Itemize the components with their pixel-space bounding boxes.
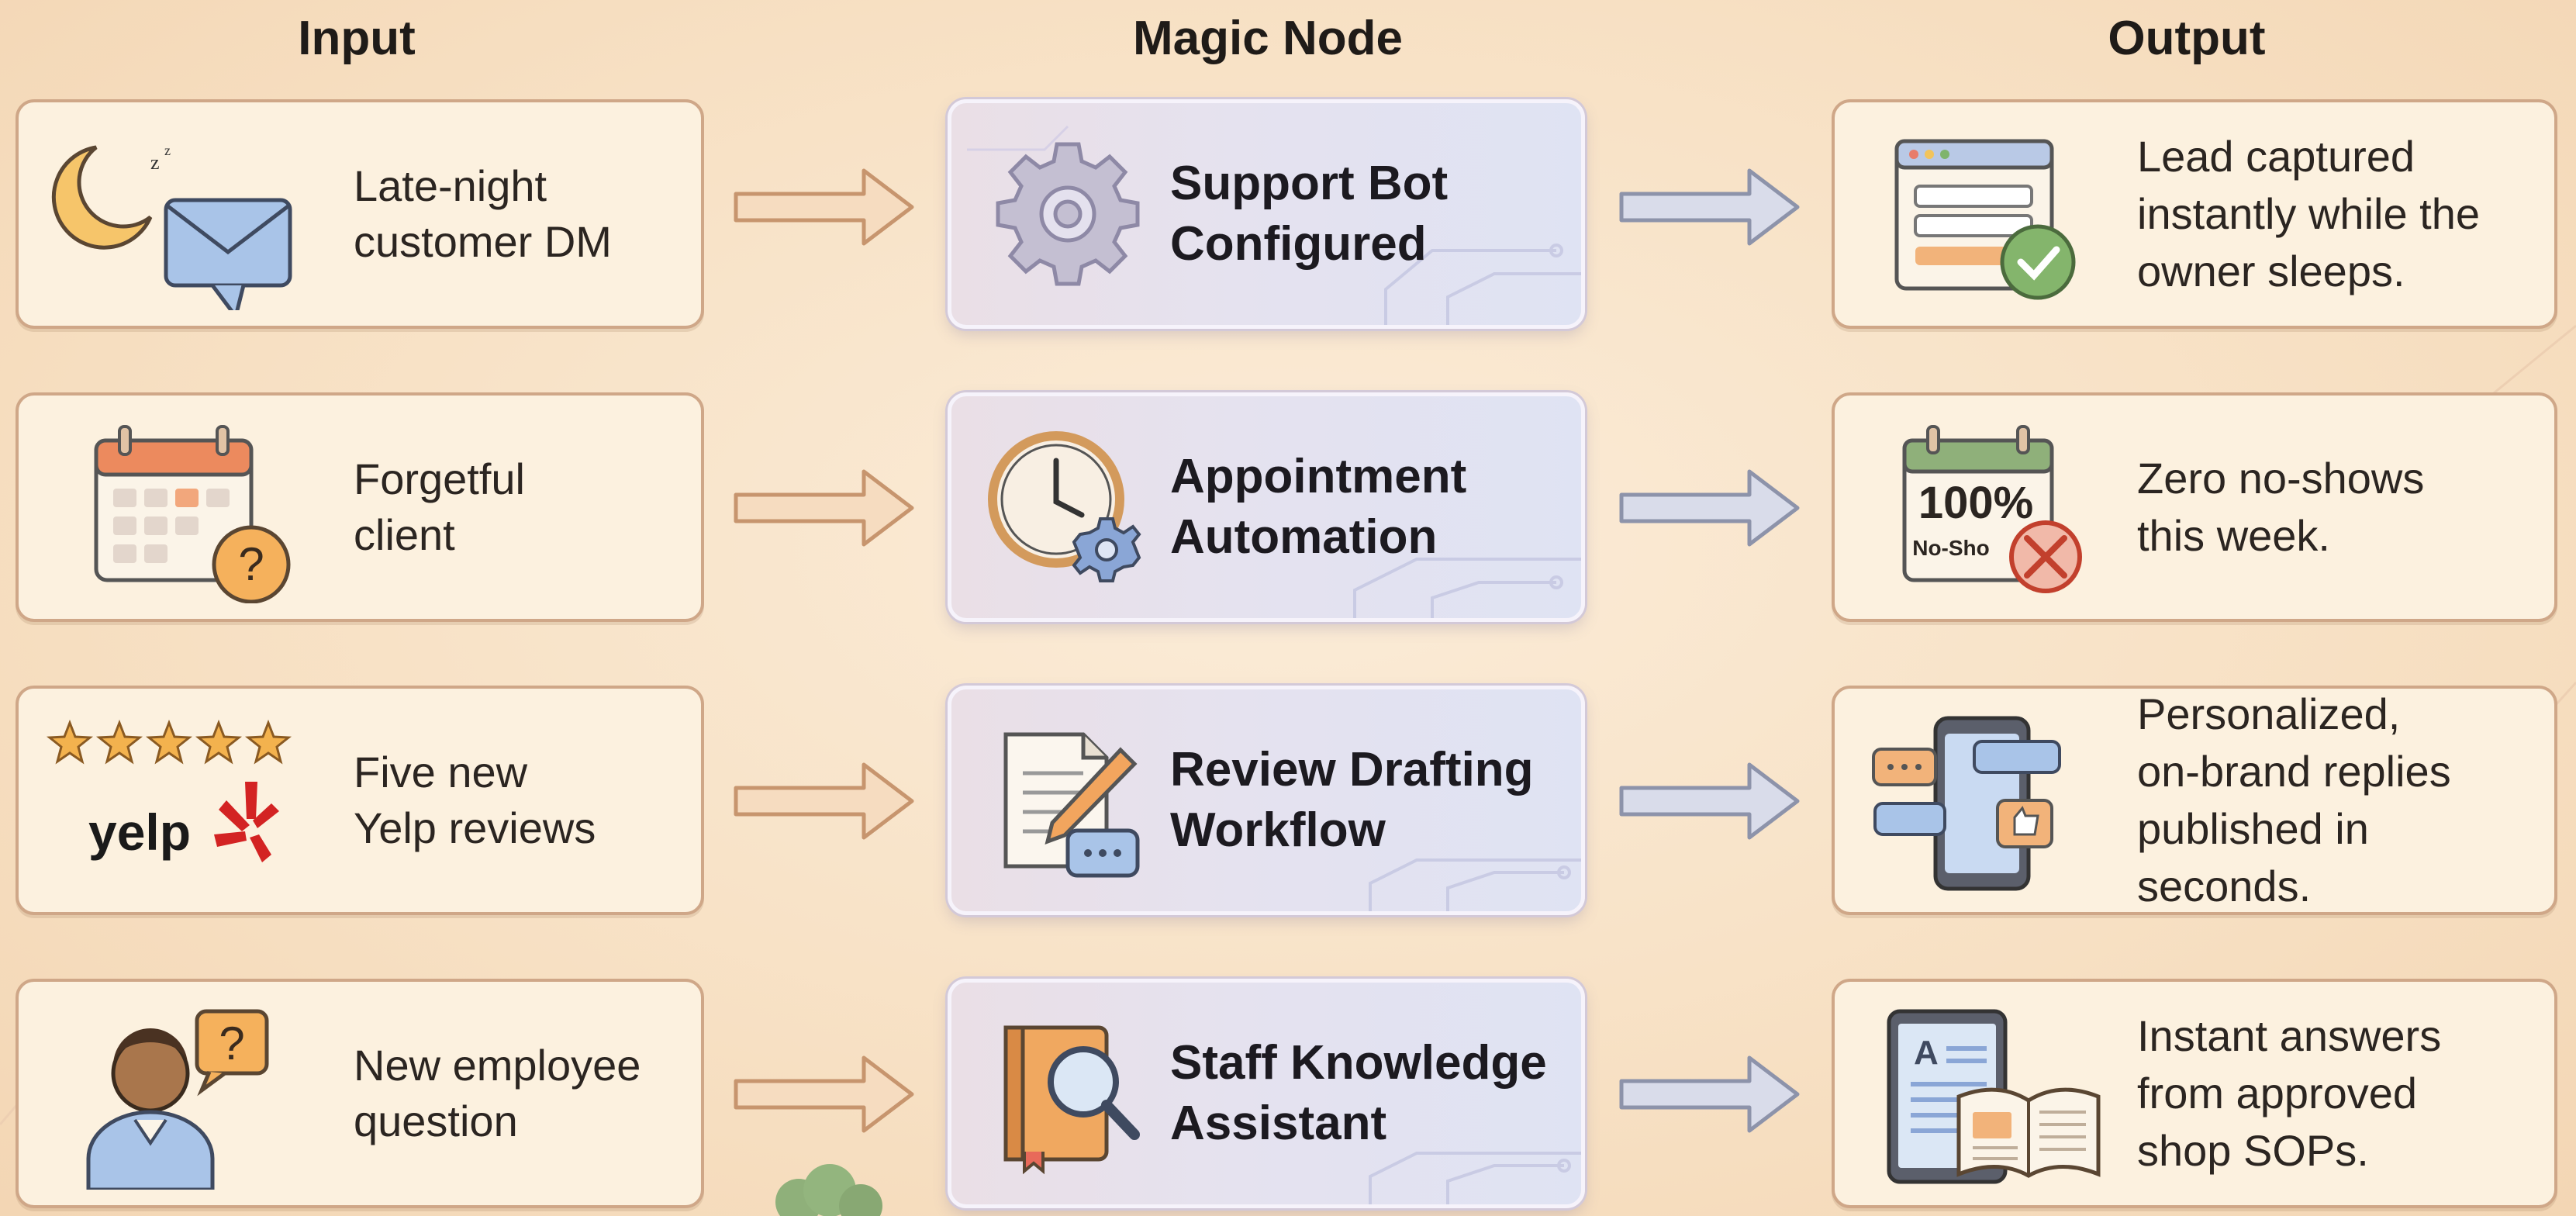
- circuit-pattern: [1369, 858, 1581, 911]
- yelp-burst-icon: [214, 782, 279, 862]
- output-column-header: Output: [2108, 12, 2266, 65]
- circuit-pattern: [967, 125, 1581, 325]
- arrow-right-icon: [1619, 469, 1800, 547]
- calendar-question-icon: ?: [94, 425, 291, 603]
- svg-text:yelp: yelp: [88, 803, 191, 861]
- svg-text:?: ?: [219, 1017, 244, 1069]
- svg-text:z: z: [164, 143, 171, 158]
- gear-icon: [996, 142, 1140, 286]
- magic-node-column-header: Magic Node: [1133, 12, 1403, 65]
- arrow-right-icon: [1619, 1055, 1800, 1133]
- arrow-right-icon: [1619, 762, 1800, 840]
- person-question-icon: ?: [86, 1009, 269, 1190]
- circuit-pattern: [1353, 558, 1581, 618]
- arrow-right-icon: [734, 762, 914, 840]
- circuit-pattern: [1369, 1152, 1581, 1204]
- document-pen-icon: [1003, 732, 1140, 878]
- arrow-right-icon: [734, 168, 914, 246]
- svg-text:100%: 100%: [1918, 478, 2033, 528]
- arrow-right-icon: [734, 469, 914, 547]
- form-check-icon: [1894, 139, 2076, 300]
- book-magnifier-icon: [1003, 1025, 1140, 1175]
- arrow-right-icon: [734, 1055, 914, 1133]
- bush-decoration: [775, 1164, 882, 1216]
- svg-text:A: A: [1914, 1034, 1939, 1072]
- clock-gear-icon: [988, 431, 1141, 582]
- stars-yelp-icon: yelp: [46, 719, 292, 862]
- svg-text:?: ?: [238, 538, 264, 590]
- input-column-header: Input: [298, 12, 416, 65]
- svg-text:z: z: [150, 151, 160, 174]
- tablet-book-icon: A: [1887, 1009, 2101, 1184]
- arrow-right-icon: [1619, 168, 1800, 246]
- phone-chat-icon: [1872, 716, 2061, 891]
- svg-text:No-Sho: No-Sho: [1912, 536, 1990, 560]
- calendar-100-icon: 100% No-Sho: [1902, 425, 2082, 593]
- moon-envelope-icon: z z: [51, 143, 292, 310]
